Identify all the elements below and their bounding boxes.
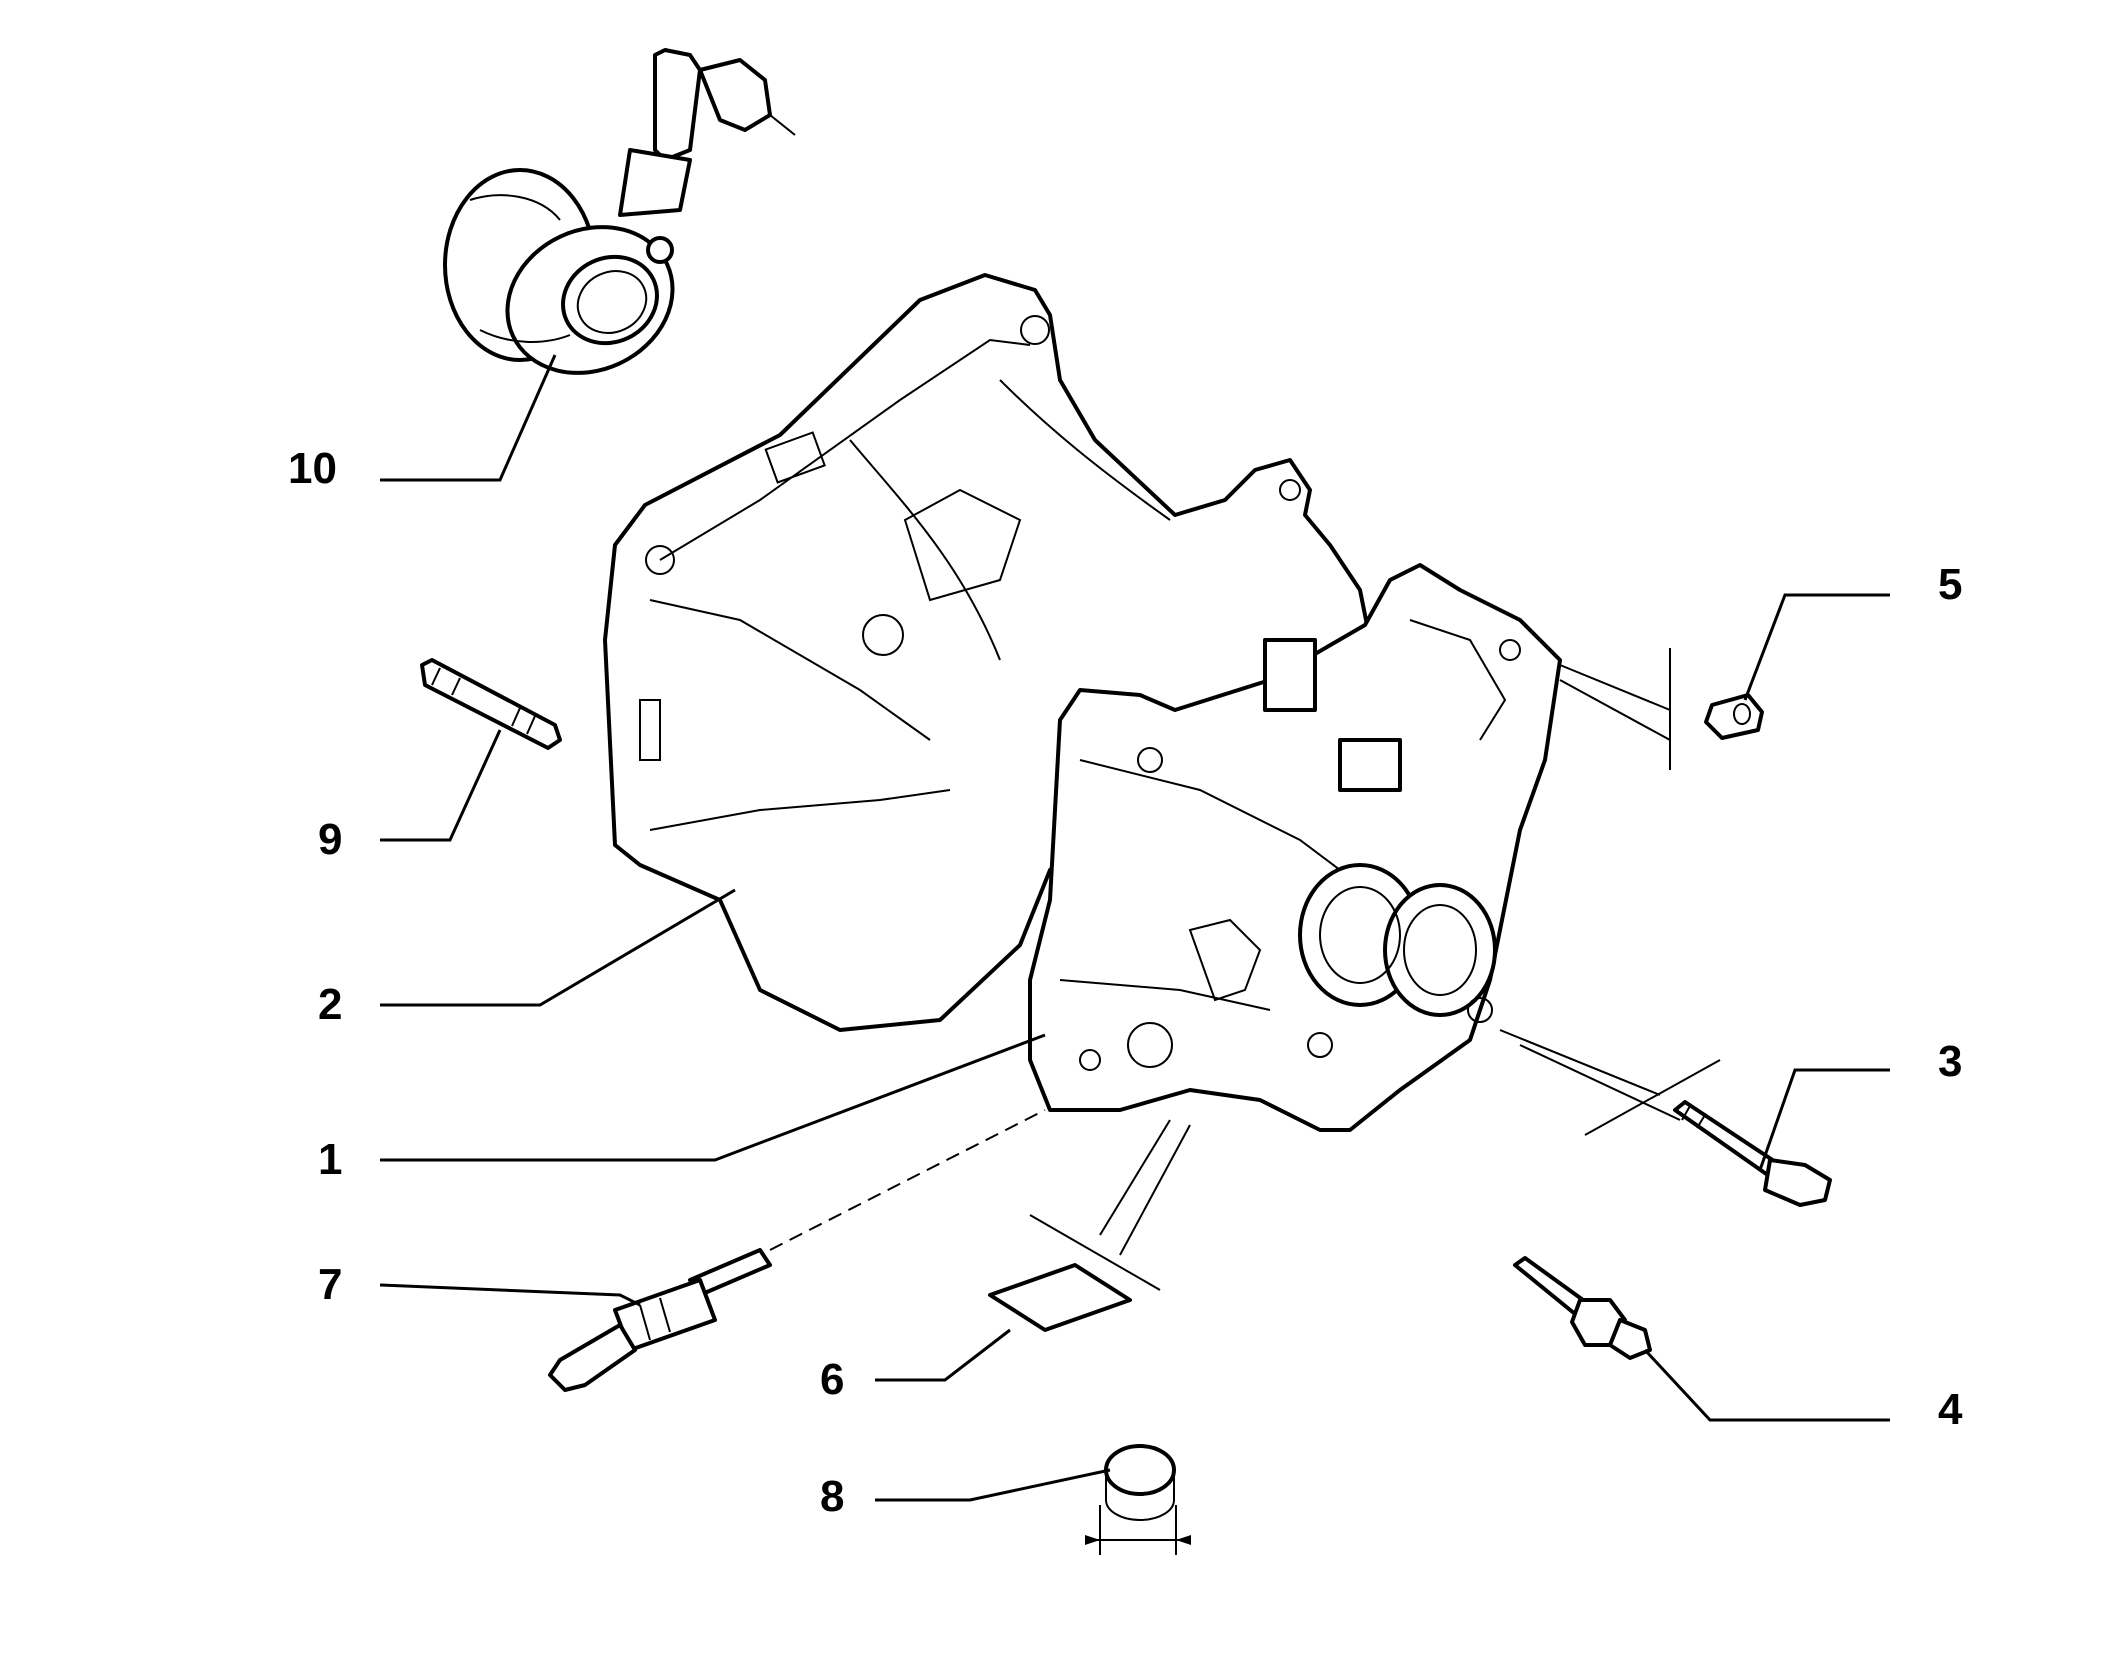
- callout-7: 7: [318, 1260, 343, 1309]
- part-4-plug: [1513, 1256, 1652, 1360]
- part-2-bell-housing: [603, 273, 1372, 1032]
- leader-4: [1643, 1348, 1890, 1422]
- part-9-stud: [420, 658, 562, 750]
- callout-1: 1: [318, 1135, 343, 1184]
- bracket-5: [1559, 648, 1671, 770]
- callout-3: 3: [1938, 1037, 1963, 1086]
- leader-7: [379, 1283, 641, 1307]
- part-7-sensor: [548, 1248, 772, 1392]
- leader-9: [380, 729, 502, 842]
- leader-3: [1758, 1068, 1890, 1171]
- part-3-bolt: [1673, 1100, 1832, 1207]
- bracket-3: [1499, 1029, 1721, 1136]
- dashed-leader-7: [769, 1109, 1046, 1251]
- leader-2: [380, 888, 736, 1007]
- callout-2: 2: [318, 980, 343, 1029]
- part-8-cap: [1085, 1444, 1191, 1555]
- part-1-gearbox-housing: [1028, 563, 1562, 1132]
- bracket-6: [1029, 1119, 1191, 1291]
- callout-10: 10: [288, 444, 337, 493]
- leader-5: [1743, 593, 1890, 701]
- callout-4: 4: [1938, 1385, 1963, 1434]
- callout-8: 8: [820, 1472, 845, 1521]
- leader-6: [875, 1328, 1011, 1382]
- callout-6: 6: [820, 1355, 845, 1404]
- leader-8: [875, 1468, 1111, 1502]
- callout-9: 9: [318, 815, 343, 864]
- leader-10: [380, 354, 557, 482]
- part-10-release-bearing: [443, 48, 796, 375]
- part-6-gasket: [988, 1263, 1132, 1332]
- leader-1: [380, 1033, 1046, 1162]
- callout-5: 5: [1938, 560, 1963, 609]
- part-5-bush: [1704, 693, 1764, 740]
